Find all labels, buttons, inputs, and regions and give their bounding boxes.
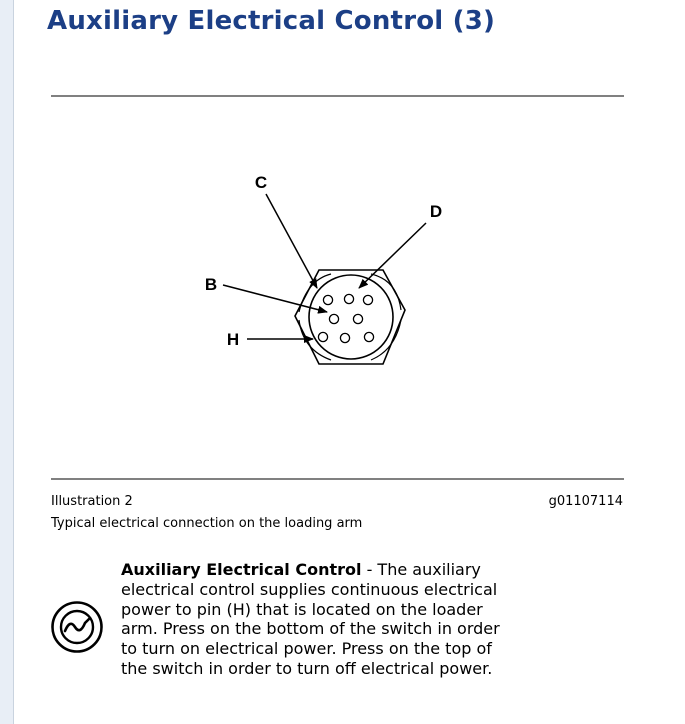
left-rail [0, 0, 14, 724]
illustration-caption: Typical electrical connection on the loa… [51, 516, 363, 531]
leader-c [265, 193, 318, 289]
pin [352, 313, 364, 325]
auxiliary-electrical-control-symbol-icon [51, 601, 103, 653]
top-divider [51, 95, 624, 97]
pin [322, 294, 334, 306]
leader-d [358, 222, 427, 289]
connector-face [308, 274, 394, 360]
connector-illustration: C D B H [205, 173, 442, 365]
pin [339, 332, 351, 344]
leader-b [222, 284, 328, 314]
pin [362, 294, 374, 306]
control-description-text: - The auxiliary electrical control suppl… [121, 560, 500, 678]
callout-d: D [430, 202, 442, 221]
pin [363, 331, 375, 343]
callout-c: C [255, 173, 267, 192]
graphic-id: g01107114 [548, 494, 623, 509]
pin [343, 293, 355, 305]
callout-h: H [227, 330, 239, 349]
control-term: Auxiliary Electrical Control [121, 560, 362, 579]
pin [317, 331, 329, 343]
bottom-divider [51, 478, 624, 480]
page-title: Auxiliary Electrical Control (3) [47, 6, 496, 36]
control-description: Auxiliary Electrical Control - The auxil… [121, 560, 511, 679]
pin [328, 313, 340, 325]
illustration-number: Illustration 2 [51, 494, 133, 509]
callout-b: B [205, 275, 217, 294]
